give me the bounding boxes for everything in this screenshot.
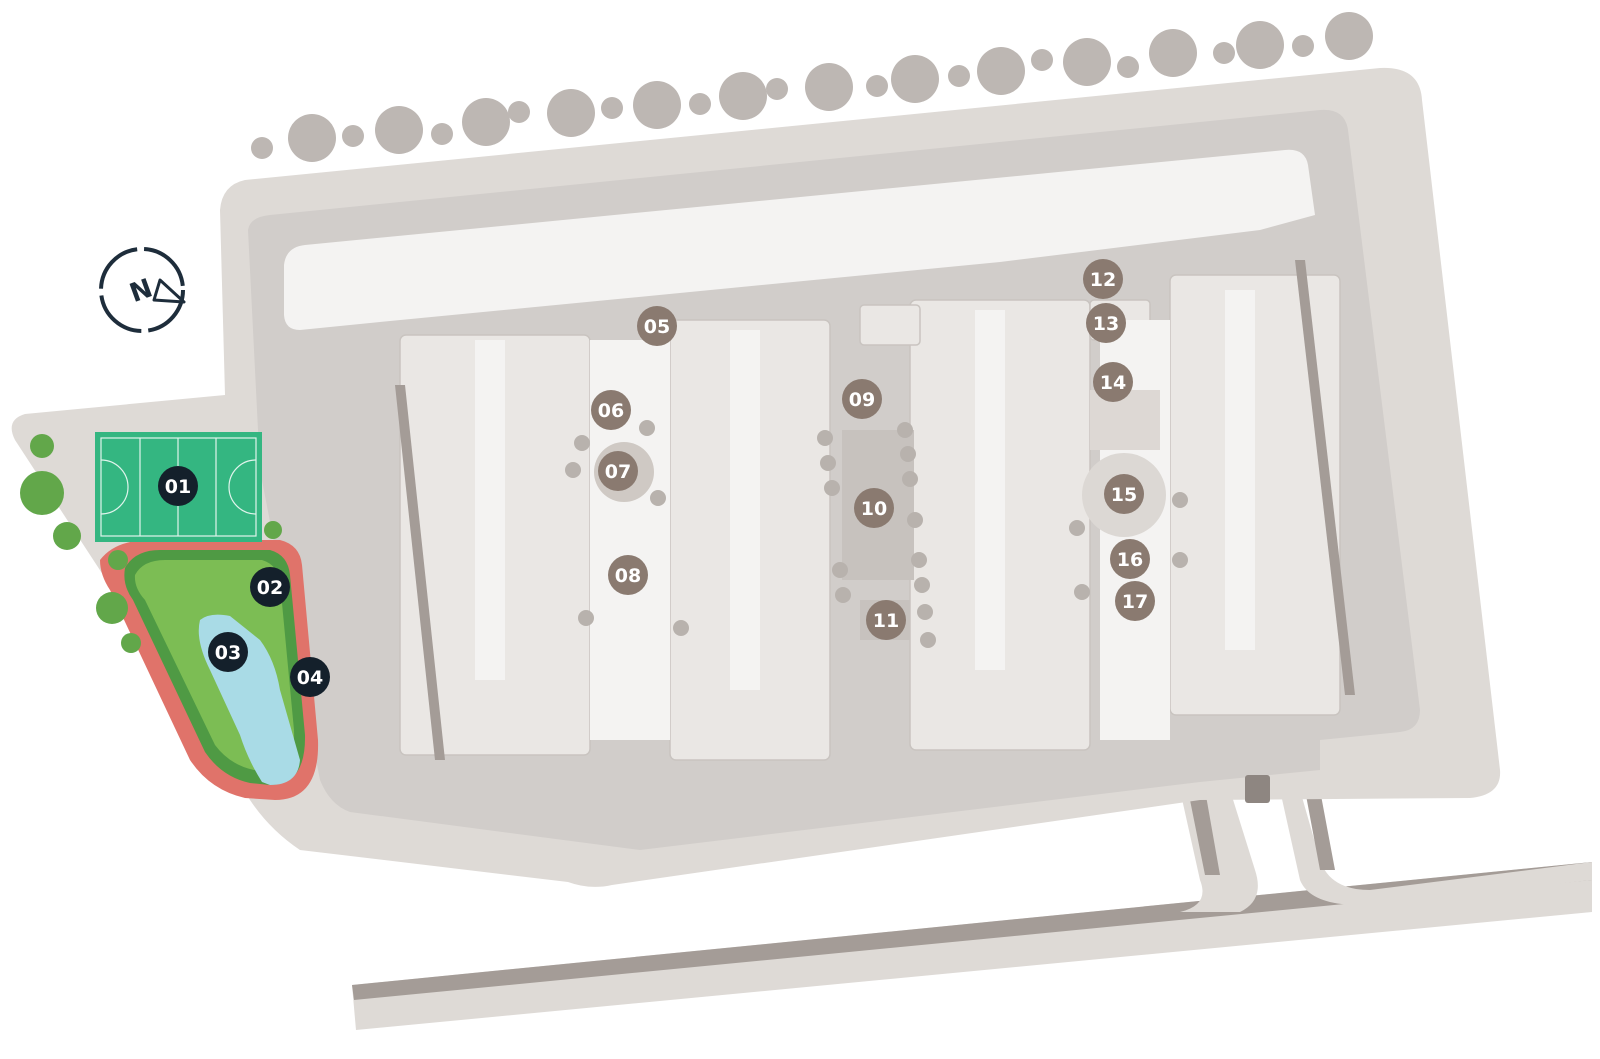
marker-badge	[290, 657, 330, 697]
marker-badge	[1115, 581, 1155, 621]
tree-icon	[251, 137, 273, 159]
marker-12[interactable]: 12	[1083, 259, 1123, 299]
marker-badge	[866, 600, 906, 640]
marker-badge	[842, 379, 882, 419]
tree-icon	[96, 592, 128, 624]
marker-label: 16	[1117, 549, 1143, 571]
tree-icon	[1117, 56, 1139, 78]
tree-icon	[121, 633, 141, 653]
marker-badge	[158, 466, 198, 506]
marker-label: 09	[849, 389, 875, 411]
tree-icon	[53, 522, 81, 550]
perimeter-trees	[251, 12, 1373, 162]
marker-label: 11	[873, 610, 899, 632]
marker-label: 04	[297, 667, 323, 689]
marker-label: 02	[257, 577, 283, 599]
tree-icon	[719, 72, 767, 120]
tree-icon	[1236, 21, 1284, 69]
green-trees	[20, 434, 282, 653]
marker-badge	[591, 390, 631, 430]
marker-badge	[250, 567, 290, 607]
marker-label: 08	[615, 565, 641, 587]
marker-badge	[598, 451, 638, 491]
marker-label: 01	[165, 476, 191, 498]
marker-14[interactable]: 14	[1093, 362, 1133, 402]
compass-north-icon: N	[99, 247, 186, 333]
marker-badge	[608, 555, 648, 595]
marker-label: 07	[605, 461, 631, 483]
marker-04[interactable]: 04	[290, 657, 330, 697]
tree-icon	[547, 89, 595, 137]
marker-05[interactable]: 05	[637, 306, 677, 346]
marker-10[interactable]: 10	[854, 488, 894, 528]
marker-label: 10	[861, 498, 887, 520]
site-markers: 01 02 03 04 05 06 07 08 09 10 11 12 13 14 15 16 17	[158, 259, 1155, 697]
tree-icon	[891, 55, 939, 103]
marker-label: 06	[598, 400, 624, 422]
courtyard-shrubs	[565, 420, 1188, 648]
marker-label: 15	[1111, 484, 1137, 506]
access-roads	[352, 790, 1592, 1030]
tree-icon	[977, 47, 1025, 95]
marker-badge	[1110, 539, 1150, 579]
tree-icon	[508, 101, 530, 123]
marker-badge	[1083, 259, 1123, 299]
marker-15[interactable]: 15	[1104, 474, 1144, 514]
marker-01[interactable]: 01	[158, 466, 198, 506]
tree-icon	[288, 114, 336, 162]
tree-icon	[342, 125, 364, 147]
marker-label: 13	[1093, 313, 1119, 335]
marker-09[interactable]: 09	[842, 379, 882, 419]
tree-icon	[1325, 12, 1373, 60]
marker-02[interactable]: 02	[250, 567, 290, 607]
marker-label: 12	[1090, 269, 1116, 291]
tree-icon	[601, 97, 623, 119]
marker-07[interactable]: 07	[598, 451, 638, 491]
marker-06[interactable]: 06	[591, 390, 631, 430]
tree-icon	[1292, 35, 1314, 57]
tree-icon	[633, 81, 681, 129]
marker-badge	[1093, 362, 1133, 402]
marker-badge	[208, 632, 248, 672]
marker-badge	[1086, 303, 1126, 343]
marker-label: 14	[1100, 372, 1126, 394]
tree-icon	[1031, 49, 1053, 71]
tree-icon	[1063, 38, 1111, 86]
marker-11[interactable]: 11	[866, 600, 906, 640]
compass-letter: N	[126, 274, 157, 310]
marker-08[interactable]: 08	[608, 555, 648, 595]
marker-badge	[637, 306, 677, 346]
tree-icon	[689, 93, 711, 115]
tree-icon	[1149, 29, 1197, 77]
marker-03[interactable]: 03	[208, 632, 248, 672]
tree-icon	[375, 106, 423, 154]
marker-16[interactable]: 16	[1110, 539, 1150, 579]
marker-badge	[854, 488, 894, 528]
tree-icon	[805, 63, 853, 111]
marker-label: 17	[1122, 591, 1148, 613]
tree-icon	[462, 98, 510, 146]
tree-icon	[264, 521, 282, 539]
tree-icon	[431, 123, 453, 145]
tree-icon	[20, 471, 64, 515]
marker-17[interactable]: 17	[1115, 581, 1155, 621]
tree-icon	[30, 434, 54, 458]
marker-label: 05	[644, 316, 670, 338]
structural-walls	[395, 260, 1355, 760]
entrance-gate	[1245, 775, 1270, 803]
tree-icon	[948, 65, 970, 87]
marker-13[interactable]: 13	[1086, 303, 1126, 343]
tree-icon	[766, 78, 788, 100]
tree-icon	[866, 75, 888, 97]
tree-icon	[108, 550, 128, 570]
tree-icon	[1213, 42, 1235, 64]
marker-badge	[1104, 474, 1144, 514]
marker-label: 03	[215, 642, 241, 664]
